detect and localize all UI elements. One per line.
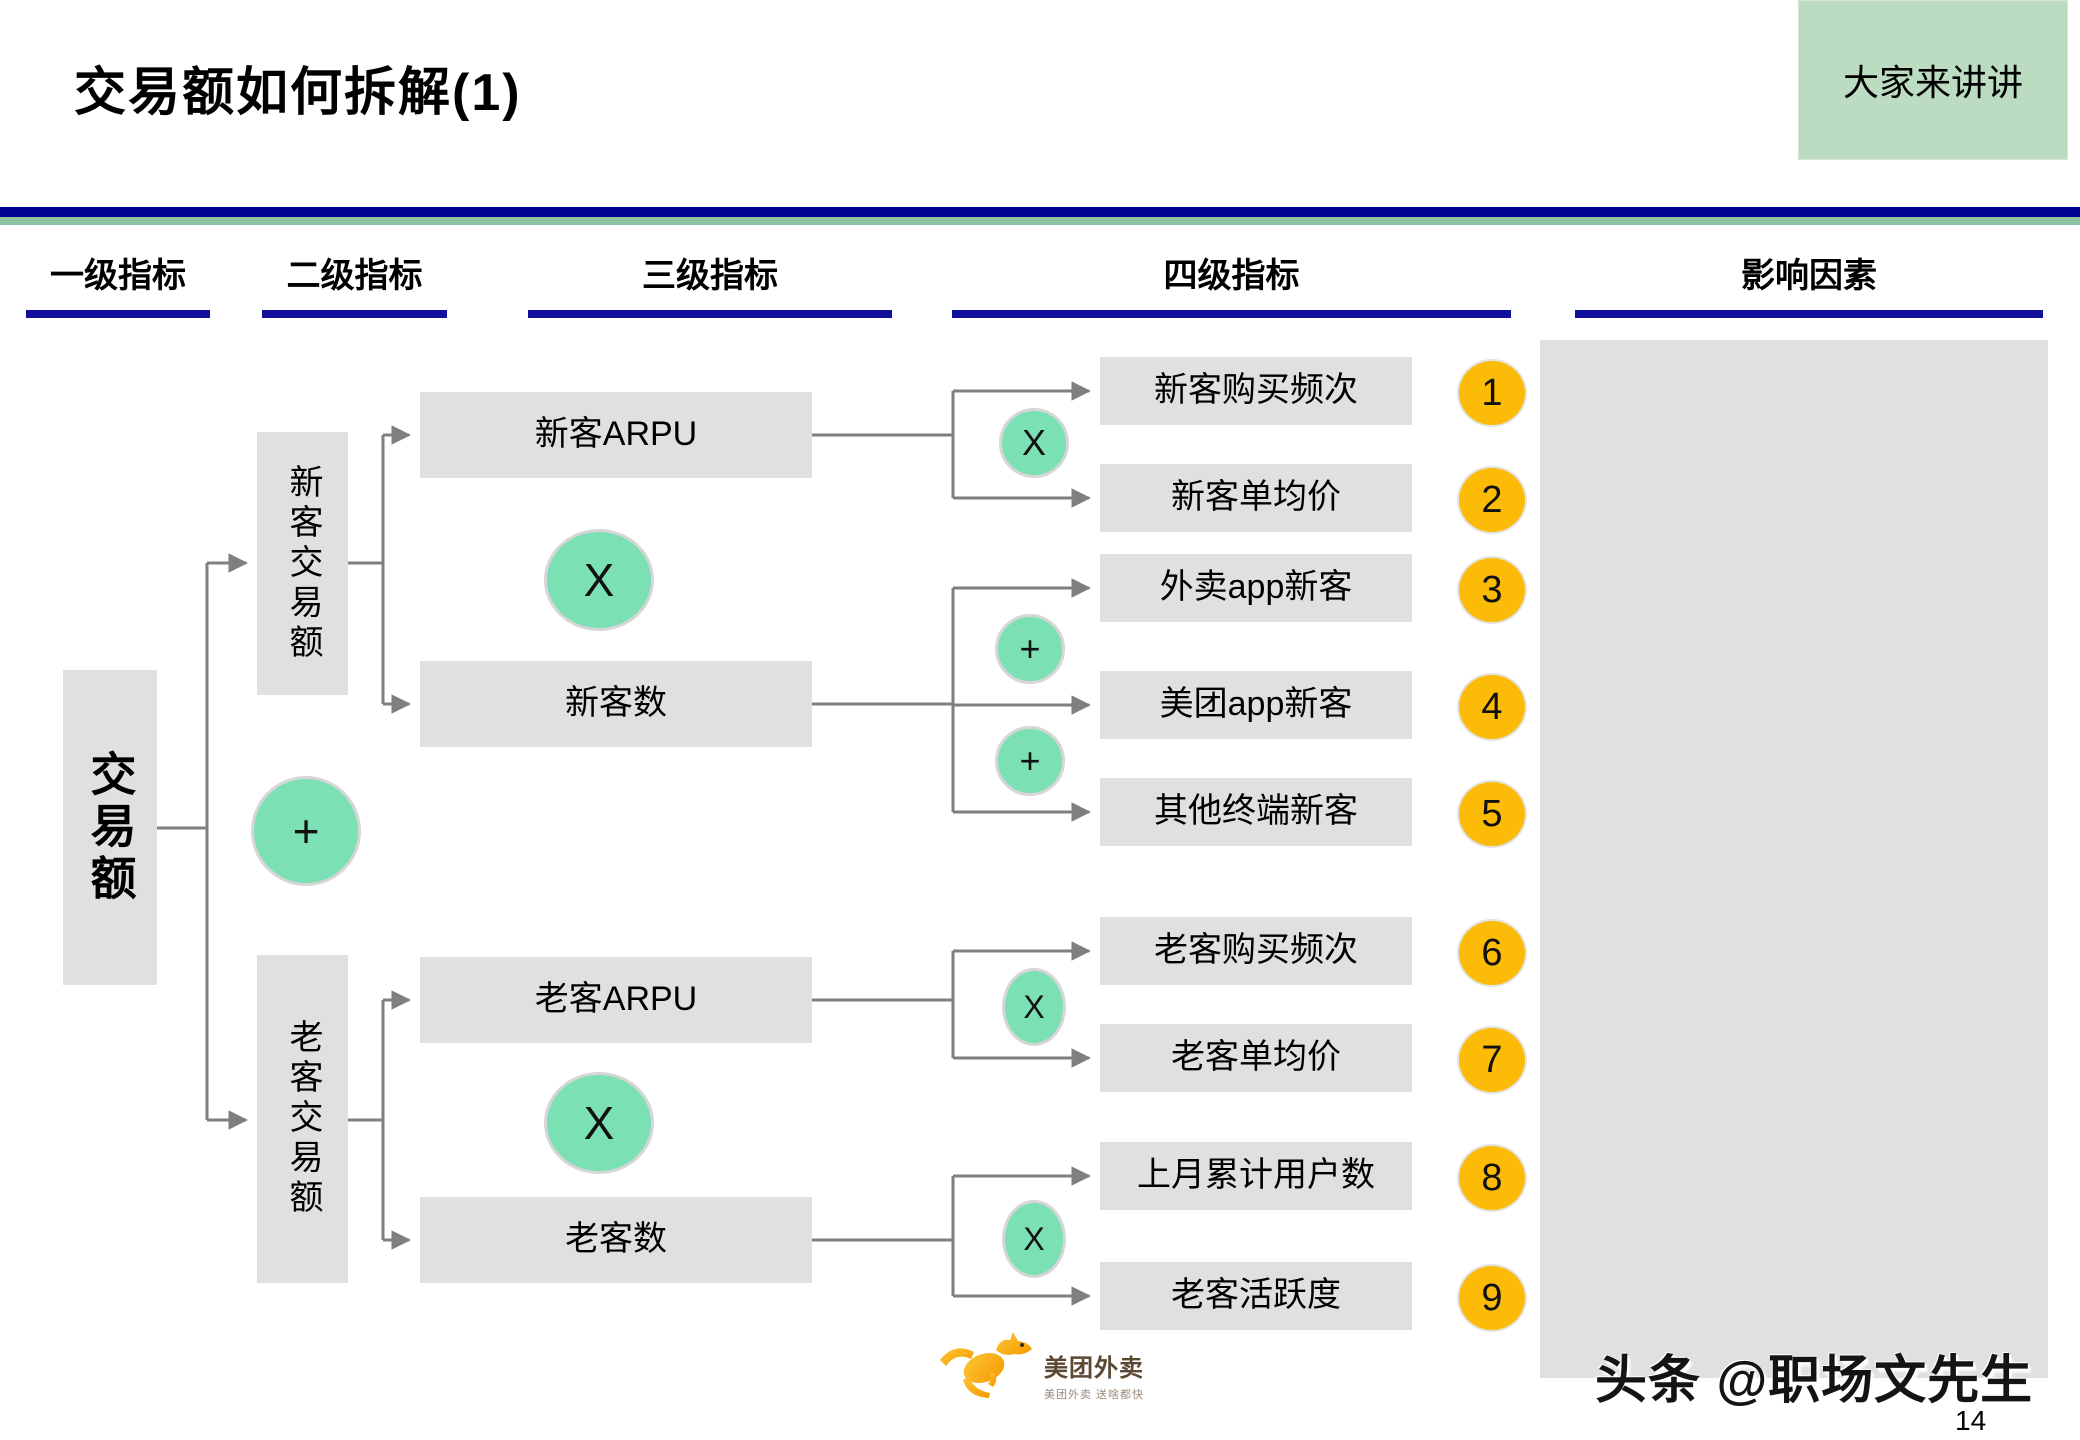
node-gmv: 交易额: [63, 670, 157, 985]
operator-plus-new-sources-2: +: [995, 726, 1065, 796]
node-old-avg-price: 老客单均价: [1100, 1024, 1412, 1092]
column-underline-level3: [528, 310, 892, 318]
operator-plus-new-sources-1: +: [995, 614, 1065, 684]
operator-multiply-old-freq-price: X: [1002, 968, 1066, 1046]
logo-brand-text: 美团外卖: [1044, 1355, 1144, 1382]
page-title: 交易额如何拆解(1): [74, 64, 522, 122]
badge-2: 2: [1457, 466, 1527, 534]
column-header-level2: 二级指标: [286, 257, 423, 295]
node-old-customer-count: 老客数: [420, 1197, 812, 1283]
badge-8: 8: [1457, 1144, 1527, 1212]
badge-1: 1: [1457, 359, 1527, 427]
node-lastmonth-users: 上月累计用户数: [1100, 1142, 1412, 1210]
column-underline-level2: [262, 310, 447, 318]
column-underline-level4: [952, 310, 1511, 318]
badge-5: 5: [1457, 780, 1527, 848]
watermark-text: 头条 @职场文先生: [1595, 1352, 2034, 1410]
badge-6: 6: [1457, 919, 1527, 987]
node-new-purchase-freq: 新客购买频次: [1100, 357, 1412, 425]
node-other-terminal-new: 其他终端新客: [1100, 778, 1412, 846]
operator-multiply-old-base-activity: X: [1002, 1200, 1066, 1278]
influence-factors-panel: [1540, 340, 2048, 1378]
operator-multiply-new: X: [544, 529, 654, 631]
column-header-level4: 四级指标: [1163, 257, 1300, 295]
node-old-arpu: 老客ARPU: [420, 957, 812, 1043]
meituan-waimai-logo: 美团外卖 美团外卖 送啥都快: [938, 1330, 1144, 1408]
node-new-arpu: 新客ARPU: [420, 392, 812, 478]
title-divider-green: [0, 217, 2080, 225]
node-waimai-app-new: 外卖app新客: [1100, 554, 1412, 622]
node-old-purchase-freq: 老客购买频次: [1100, 917, 1412, 985]
badge-4: 4: [1457, 673, 1527, 741]
column-underline-level1: [26, 310, 210, 318]
badge-7: 7: [1457, 1026, 1527, 1094]
node-new-customer-count: 新客数: [420, 661, 812, 747]
kangaroo-icon: [940, 1332, 1032, 1398]
node-old-activity: 老客活跃度: [1100, 1262, 1412, 1330]
node-new-avg-price: 新客单均价: [1100, 464, 1412, 532]
title-divider-navy: [0, 207, 2080, 217]
node-new-customer-gmv: 新客交易额: [257, 432, 348, 695]
node-old-customer-gmv: 老客交易额: [257, 955, 348, 1283]
column-underline-factors: [1575, 310, 2043, 318]
node-meituan-app-new: 美团app新客: [1100, 671, 1412, 739]
operator-plus-root: +: [251, 776, 361, 886]
corner-note: 大家来讲讲: [1798, 0, 2068, 160]
page-number: 14: [1955, 1405, 1987, 1436]
column-header-level3: 三级指标: [642, 257, 778, 295]
operator-multiply-new-freq-price: X: [999, 408, 1069, 478]
logo-text-block: 美团外卖 美团外卖 送啥都快: [1044, 1348, 1144, 1408]
column-header-factors: 影响因素: [1741, 257, 1877, 295]
badge-3: 3: [1457, 556, 1527, 624]
badge-9: 9: [1457, 1264, 1527, 1332]
column-header-level1: 一级指标: [50, 257, 186, 295]
operator-multiply-old: X: [544, 1072, 654, 1174]
logo-tagline-text: 美团外卖 送啥都快: [1044, 1389, 1145, 1401]
